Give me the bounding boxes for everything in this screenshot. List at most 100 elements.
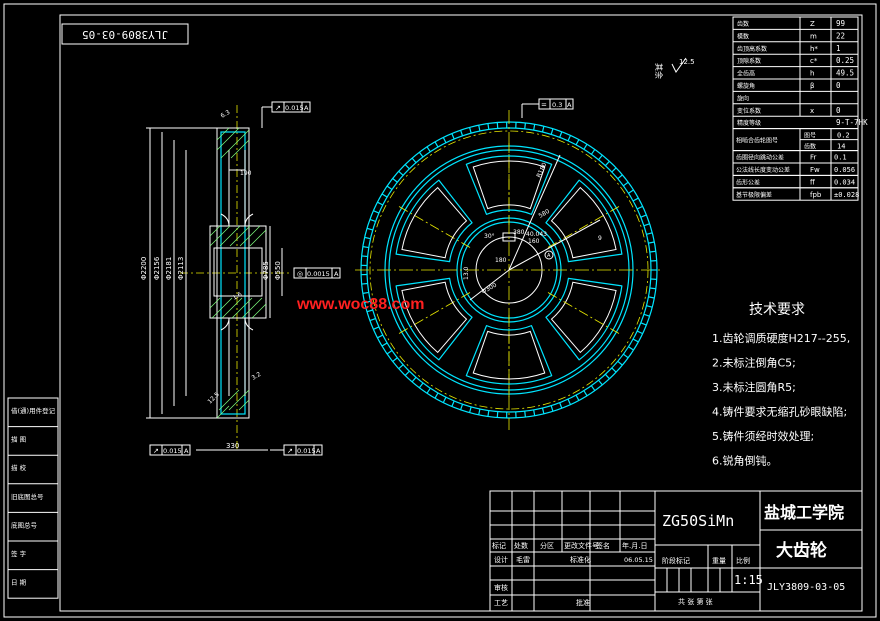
drawing-number-tab xyxy=(61,23,189,45)
tolerance-value: 0.034 xyxy=(834,178,855,186)
tb-h-count: 处数 xyxy=(514,541,528,550)
tb-h-doc: 更改文件号 xyxy=(564,541,599,550)
tb-h-date: 年.月.日 xyxy=(622,541,647,550)
param-name: 模数 xyxy=(737,32,749,40)
dim-rim-diameter-2: Φ2113 xyxy=(177,257,185,280)
svg-text:12.5: 12.5 xyxy=(679,58,695,66)
tolerance-value: 0.056 xyxy=(834,166,855,174)
tech-req-item: 5.铸件须经时效处理; xyxy=(712,429,814,443)
tb-process-label: 工艺 xyxy=(494,599,508,607)
param-symbol: c* xyxy=(810,57,818,65)
svg-text:0.3: 0.3 xyxy=(552,101,562,109)
svg-text:A: A xyxy=(184,447,189,455)
left-strip-label: 借(通)用件登记 xyxy=(11,406,56,415)
tb-h-zone: 分区 xyxy=(540,541,554,550)
param-value: 0 xyxy=(836,81,841,90)
dim-380: 380 xyxy=(513,229,525,236)
tech-req-item: 6.锐角倒钝。 xyxy=(712,454,778,468)
dim-bore: Φ300 xyxy=(481,281,499,295)
dim-180: 180 xyxy=(495,257,507,264)
tolerance-value: ±0.028 xyxy=(834,191,859,199)
param-name: 变位系数 xyxy=(737,107,761,115)
dim-keyway: 13.0 xyxy=(463,266,470,280)
svg-text:↗: ↗ xyxy=(287,447,293,455)
tb-stage-label: 阶段标记 xyxy=(662,556,690,565)
tech-req-item: 4.铸件要求无缩孔砂眼缺陷; xyxy=(712,405,847,419)
drawing-number-upside: JLY3809-03-05 xyxy=(82,28,168,41)
left-strip-label: 签 字 xyxy=(11,549,27,558)
left-strip-label: 日 期 xyxy=(11,579,27,587)
tech-req-title: 技术要求 xyxy=(749,302,805,318)
param-name: 齿顶高系数 xyxy=(737,45,767,53)
tolerance-symbol: Fr xyxy=(810,154,817,162)
param-name: 齿数 xyxy=(737,20,749,28)
svg-text:A: A xyxy=(304,104,309,112)
geometric-tolerance-hub: ◎ 0.0015 A xyxy=(293,267,341,279)
svg-text:0.015: 0.015 xyxy=(285,104,304,112)
param-symbol: Z xyxy=(810,20,815,28)
tb-date: 06.05.15 xyxy=(624,556,653,564)
tech-req-item: 1.齿轮调质硬度H217--255, xyxy=(712,331,850,345)
param-name: 顶隙系数 xyxy=(737,57,761,65)
param-value: 22 xyxy=(836,31,845,40)
dim-angle: 30° xyxy=(484,233,495,240)
tb-approve-label: 批准 xyxy=(576,598,590,607)
left-strip-label: 描 校 xyxy=(11,463,27,472)
dim-tip-diameter: Φ2200 xyxy=(140,257,148,280)
tb-school: 盐城工学院 xyxy=(764,503,844,522)
svg-text:0.0015: 0.0015 xyxy=(307,270,330,278)
param-value: 0 xyxy=(836,106,841,115)
param-symbol: x xyxy=(810,107,814,115)
dim-9: 9 xyxy=(598,235,602,242)
ra-mark-4: 12.5 xyxy=(206,391,221,406)
surface-finish-note: 其余 xyxy=(654,63,664,79)
dim-hub-diameter-2: Φ550 xyxy=(274,261,282,280)
tolerance-symbol: ff xyxy=(810,178,815,186)
param-value: 9-T-7HK xyxy=(836,118,868,127)
left-strip-label: 旧底图总号 xyxy=(11,492,44,501)
param-value: 99 xyxy=(836,19,845,28)
mating-gear-v2: 14 xyxy=(837,143,845,151)
dim-rim-width: 190 xyxy=(240,170,252,177)
param-name: 精度等级 xyxy=(737,119,761,127)
tolerance-name: 齿圈径向跳动公差 xyxy=(736,154,784,162)
svg-text:=: = xyxy=(541,101,547,109)
tolerance-name: 公法线长度变动公差 xyxy=(736,166,790,174)
param-symbol: β xyxy=(810,82,814,90)
tb-std-label: 标准化 xyxy=(570,555,591,564)
front-view: R180 580 40.043 160 380 30° 180 Φ300 13.… xyxy=(355,98,663,430)
svg-text:↗: ↗ xyxy=(153,447,159,455)
param-name: 螺旋角 xyxy=(737,82,755,90)
svg-text:A: A xyxy=(316,447,321,455)
inner-frame xyxy=(59,14,863,612)
left-strip-label: 描 图 xyxy=(11,435,26,444)
geometric-tolerance-bottom-left: ↗ 0.015 A xyxy=(149,444,191,456)
ra-mark-2: 3.2 xyxy=(251,371,263,382)
tb-part-name: 大齿轮 xyxy=(776,540,827,561)
watermark: www.woc88.com xyxy=(296,296,424,313)
svg-text:A: A xyxy=(334,270,339,278)
svg-text:↗: ↗ xyxy=(275,104,281,112)
mating-gear-v1: 0.2 xyxy=(837,132,850,140)
tb-sheet: 共 张 第 张 xyxy=(678,597,713,606)
tolerance-symbol: Fw xyxy=(810,166,820,174)
tb-weight-label: 重量 xyxy=(712,557,726,565)
tb-scale: 1:15 xyxy=(734,573,763,587)
dim-root-diameter: Φ2156 xyxy=(153,256,161,280)
mating-gear-r2: 齿数 xyxy=(804,143,816,151)
datum-a-marker: A xyxy=(547,253,551,259)
tb-h-mark: 标记 xyxy=(492,541,506,550)
dim-rim-diameter-1: Φ2181 xyxy=(165,257,173,280)
ra-mark-1: 6.3 xyxy=(220,109,232,120)
section-view: Φ2200 Φ2156 Φ2181 Φ2113 Φ785 Φ550 330 19… xyxy=(140,101,341,456)
tolerance-symbol: fpb xyxy=(810,191,822,199)
param-value: 0.25 xyxy=(836,56,854,65)
param-name: 旋向 xyxy=(737,94,749,102)
param-symbol: m xyxy=(810,32,817,40)
tolerance-name: 齿形公差 xyxy=(736,178,760,186)
front-tolerance-frame: = 0.3 A xyxy=(521,98,574,118)
svg-text:◎: ◎ xyxy=(297,270,303,278)
dim-width: 330 xyxy=(226,442,239,450)
